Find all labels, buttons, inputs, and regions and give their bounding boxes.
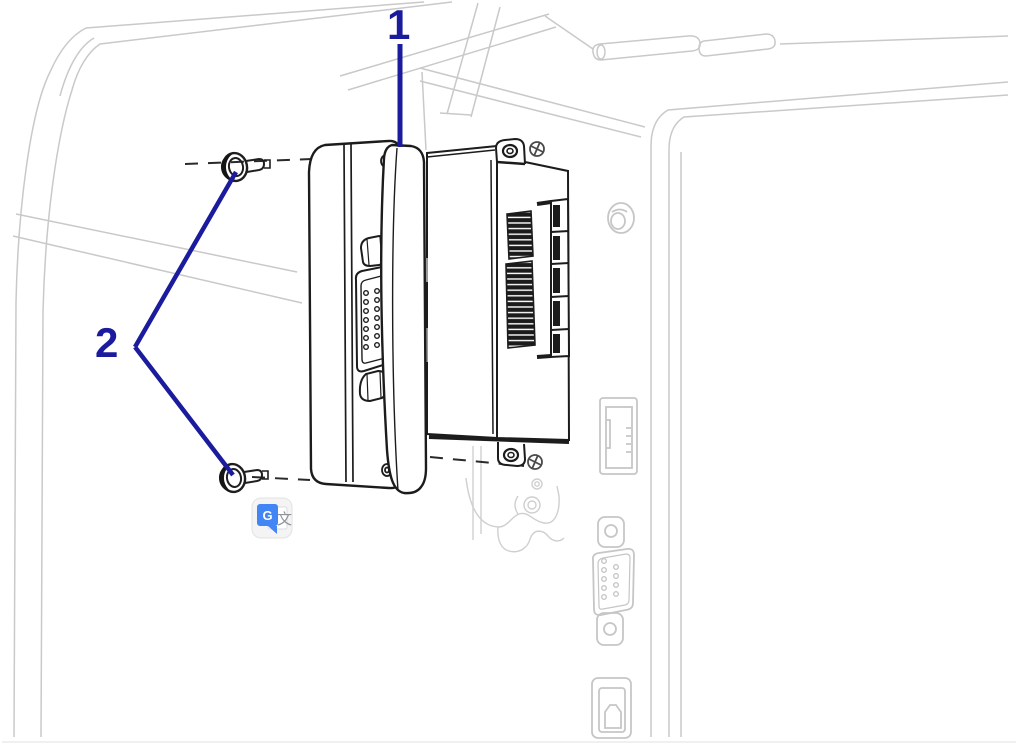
translate-g-letter: G <box>262 508 272 523</box>
serial-port-icon <box>591 516 635 646</box>
usb-port-icon <box>591 677 632 739</box>
option-board-cover-plate <box>380 143 428 495</box>
option-board-backplate <box>307 139 403 490</box>
ethernet-port-icon <box>599 397 638 475</box>
option-slot-cutout <box>465 446 565 553</box>
translate-bubble-icon: G <box>257 504 278 534</box>
mounting-screw-bottom-icon <box>219 462 269 494</box>
callouts: 1 2 <box>95 1 410 477</box>
callout-2-label: 2 <box>95 319 118 366</box>
mounting-tab-top <box>494 137 526 166</box>
mounting-screws <box>219 151 271 494</box>
option-card-body <box>426 137 571 468</box>
mounting-screw-top-icon <box>221 151 271 183</box>
terminal-blocks <box>506 211 535 348</box>
round-knockout-icon <box>607 202 635 234</box>
contact-strip <box>536 197 571 359</box>
panel-screw-bottom-icon <box>527 454 543 470</box>
panel-screw-holes <box>527 141 545 470</box>
callout-2-leader <box>133 170 238 477</box>
callout-1-label: 1 <box>387 1 410 48</box>
panel-screw-top-icon <box>529 141 545 157</box>
media-door-hinge <box>592 33 776 61</box>
mounting-tab-bottom <box>497 442 527 468</box>
translate-badge[interactable]: 文 G <box>251 497 293 539</box>
translate-glyph: 文 <box>277 511 292 528</box>
rear-panel-ports <box>465 202 638 739</box>
